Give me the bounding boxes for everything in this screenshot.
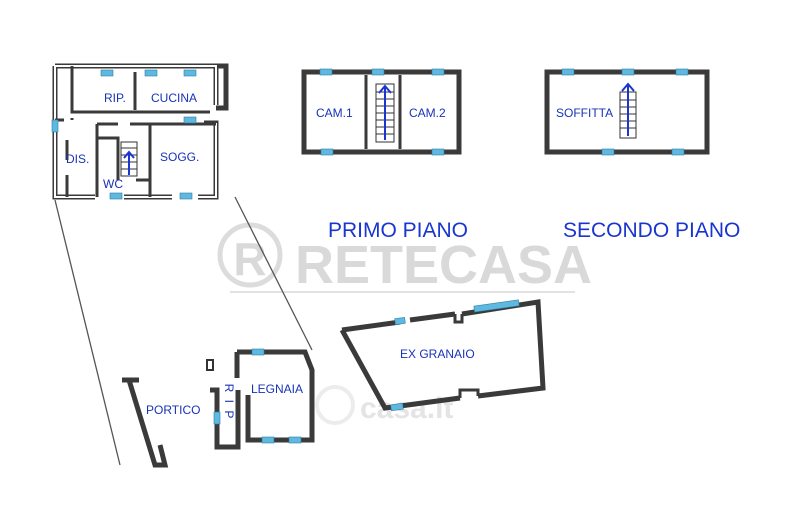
- second-floor-stair: [619, 82, 637, 139]
- rip-block-wall: [210, 387, 241, 450]
- window-cucina-right: [183, 69, 197, 77]
- window-dis: [51, 119, 59, 133]
- second-floor-plan: SOFFITTA: [544, 68, 710, 156]
- wc-stair-frame: [120, 141, 138, 177]
- courtyard-area: PORTICO R I P LEGNAIA: [54, 196, 315, 468]
- room-label-legnaia: LEGNAIA: [251, 382, 303, 396]
- window-granaio-top-right: [473, 299, 520, 313]
- ex-granaio: EX GRANAIO: [339, 299, 546, 412]
- window-legnaia-bottom-left: [261, 436, 275, 444]
- window-secondo-bottom-2: [671, 148, 685, 156]
- floor-title-primo: PRIMO PIANO: [328, 219, 468, 242]
- window-primo-top-1: [319, 68, 333, 76]
- room-label-soffitta: SOFFITTA: [556, 106, 613, 120]
- window-rip: [100, 69, 114, 77]
- window-secondo-top-1: [561, 68, 575, 76]
- house-wc-walls: [97, 136, 150, 182]
- room-label-dis: DIS.: [66, 152, 89, 166]
- window-secondo-bottom-1: [601, 148, 615, 156]
- window-secondo-top-3: [675, 68, 689, 76]
- window-granaio-top-left: [394, 316, 406, 326]
- window-granaio-bottom: [390, 402, 404, 412]
- window-rip-block: [213, 411, 221, 425]
- window-legnaia-top: [251, 348, 265, 356]
- window-primo-bottom-1: [320, 148, 334, 156]
- window-primo-top-3: [431, 68, 445, 76]
- window-primo-bottom-2: [431, 148, 445, 156]
- window-cucina-left: [144, 69, 158, 77]
- first-floor-stair-arrow-icon: [378, 84, 392, 140]
- window-sogg-bottom: [179, 192, 193, 200]
- floor-title-secondo: SECONDO PIANO: [563, 219, 740, 242]
- room-label-cam1: CAM.1: [316, 106, 353, 120]
- house-outer-wall-core: [54, 65, 217, 198]
- watermark-faint-ring: [315, 385, 355, 425]
- watermark-faint-text: casa.it: [360, 392, 453, 425]
- watermark-brand: RETECASA: [295, 235, 592, 295]
- ex-granaio-wall: [339, 299, 546, 411]
- house-kitchen-bump: [216, 63, 229, 111]
- legnaia-wall: [234, 349, 315, 443]
- room-label-cam2: CAM.2: [409, 106, 446, 120]
- wc-stair-arrow-icon: [123, 150, 135, 175]
- first-floor-partitions: [364, 75, 402, 149]
- room-label-cucina: CUCINA: [151, 91, 197, 105]
- room-label-portico: PORTICO: [146, 403, 200, 417]
- window-wc: [109, 192, 123, 200]
- watermark-logo-ring: [217, 222, 283, 288]
- window-legnaia-bottom-right: [288, 436, 302, 444]
- courtyard-pillar: [206, 359, 214, 371]
- window-secondo-top-2: [621, 68, 635, 76]
- first-floor-plan: CAM.1 CAM.2: [301, 68, 462, 156]
- courtyard-right-edge: [234, 196, 313, 351]
- portico-wall: [122, 377, 169, 468]
- room-label-rip-vertical: R I P: [222, 384, 236, 421]
- ground-floor-house: RIP. CUCINA DIS. SOGG. WC: [51, 63, 229, 200]
- ex-granaio-jambs: [453, 314, 480, 398]
- house-rip-kitchen-wall: [70, 66, 210, 114]
- watermark-logo-letter: R: [233, 233, 266, 285]
- room-label-wc: WC: [103, 177, 123, 191]
- second-floor-stair-arrow-icon: [621, 82, 635, 136]
- wc-stair: [120, 141, 138, 177]
- window-primo-top-2: [371, 68, 385, 76]
- watermark: R RETECASA casa.it: [217, 222, 592, 425]
- room-label-ex-granaio: EX GRANAIO: [400, 347, 475, 361]
- room-label-sogg: SOGG.: [160, 150, 199, 164]
- house-dis-corner: [55, 118, 74, 122]
- first-floor-stair: [375, 83, 395, 143]
- room-label-rip: RIP.: [104, 91, 126, 105]
- window-sogg-top: [183, 116, 197, 124]
- house-inner-walls: [95, 122, 216, 197]
- courtyard-left-edge: [54, 199, 121, 466]
